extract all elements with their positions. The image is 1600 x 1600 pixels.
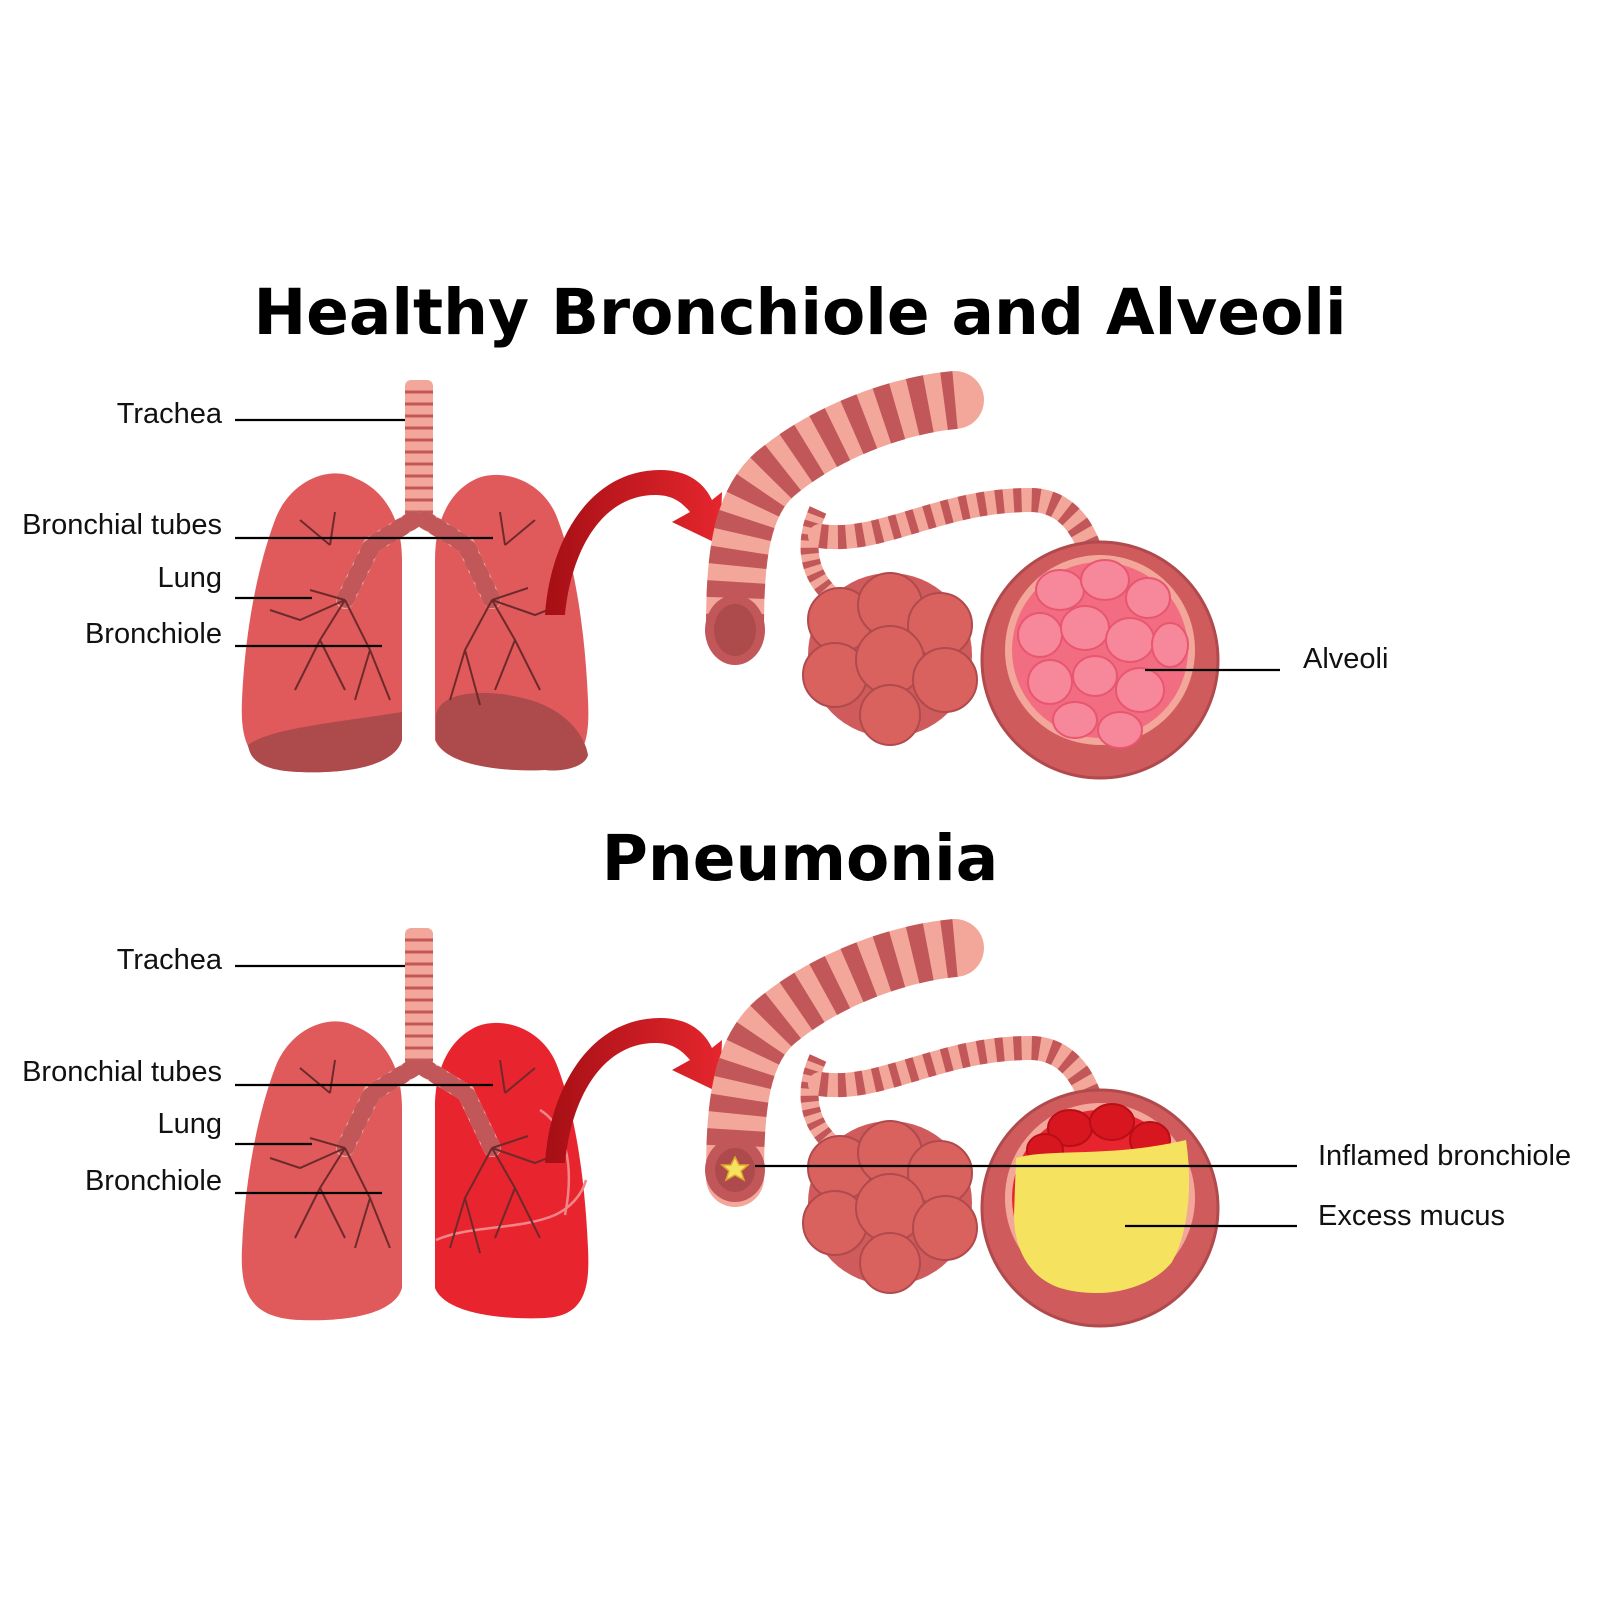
healthy-label-bronchiole: Bronchiole [85, 618, 382, 650]
pneumonia-lungs-illustration [241, 928, 589, 1321]
pneumonia-label-bronchial-tubes-text: Bronchial tubes [22, 1056, 222, 1088]
inflamed-bronchiole-opening [705, 1138, 765, 1202]
healthy-label-lung: Lung [157, 562, 312, 600]
pneumonia-label-bronchiole-text: Bronchiole [85, 1165, 222, 1197]
pneumonia-label-bronchial-tubes: Bronchial tubes [22, 1056, 493, 1088]
healthy-label-alveoli: Alveoli [1145, 643, 1388, 675]
pneumonia-label-lung: Lung [157, 1108, 312, 1146]
healthy-trachea [405, 380, 433, 520]
healthy-label-trachea-text: Trachea [117, 398, 223, 430]
healthy-label-bronchiole-text: Bronchiole [85, 618, 222, 650]
pneumonia-zoom-arrow [545, 1018, 722, 1163]
pneumonia-label-lung-text: Lung [157, 1108, 222, 1140]
healthy-label-lung-text: Lung [157, 562, 222, 594]
pneumonia-label-trachea-text: Trachea [117, 944, 223, 976]
pneumonia-alveolar-sac-large [980, 1088, 1220, 1328]
excess-mucus [1014, 1140, 1190, 1293]
healthy-zoom-arrow [545, 470, 722, 615]
healthy-alveolar-sac-small [802, 572, 978, 746]
pneumonia-label-bronchiole: Bronchiole [85, 1165, 382, 1197]
healthy-title: Healthy Bronchiole and Alveoli [253, 276, 1346, 349]
pneumonia-label-excess-mucus: Excess mucus [1125, 1200, 1505, 1232]
healthy-label-trachea: Trachea [117, 398, 405, 430]
pneumonia-label-inflamed-bronchiole-text: Inflamed bronchiole [1318, 1140, 1571, 1172]
pneumonia-right-lung-inflamed [435, 1022, 589, 1319]
pneumonia-alveolar-sac-small [802, 1120, 978, 1294]
pneumonia-trachea [405, 928, 433, 1068]
pneumonia-left-lung [241, 1021, 402, 1321]
pneumonia-label-excess-mucus-text: Excess mucus [1318, 1200, 1505, 1232]
healthy-label-bronchial-tubes: Bronchial tubes [22, 509, 493, 541]
pneumonia-bronchial-tubes [336, 1059, 501, 1157]
pneumonia-bronchioles [269, 1059, 561, 1254]
pneumonia-label-inflamed-bronchiole: Inflamed bronchiole [755, 1140, 1571, 1172]
healthy-bronchioles [269, 511, 561, 706]
healthy-label-bronchial-tubes-text: Bronchial tubes [22, 509, 222, 541]
healthy-alveolar-sac-large [980, 540, 1220, 780]
healthy-lungs-illustration [241, 380, 589, 773]
pneumonia-bronchiole-alveoli [705, 919, 1220, 1328]
healthy-bronchiole-alveoli [705, 371, 1220, 780]
healthy-label-alveoli-text: Alveoli [1303, 643, 1388, 675]
healthy-bronchial-tubes [336, 511, 501, 609]
pneumonia-label-trachea: Trachea [117, 944, 405, 976]
pneumonia-title: Pneumonia [602, 822, 999, 895]
